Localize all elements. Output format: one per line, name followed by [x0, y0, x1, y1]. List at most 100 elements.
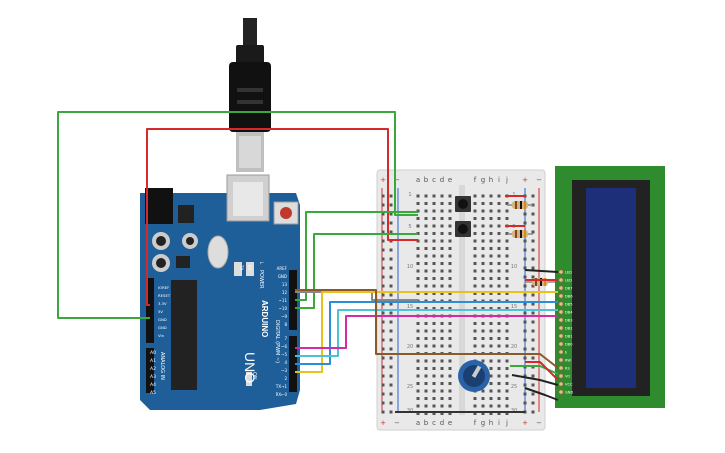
rail-hole [531, 221, 535, 225]
breadboard-hole [473, 239, 477, 243]
rail-hole [531, 257, 535, 261]
breadboard-hole [424, 217, 428, 220]
pin-label-aref: AREF [277, 266, 288, 271]
bb-col-d-bottom: d [440, 419, 444, 427]
breadboard-hole [448, 239, 452, 243]
breadboard-hole [448, 412, 452, 415]
rail-hole [531, 338, 535, 342]
rail-hole [389, 284, 393, 288]
bb-plus-top-left: + [380, 176, 386, 184]
rail-hole [531, 356, 535, 360]
breadboard-hole [481, 292, 485, 295]
breadboard-hole [497, 329, 501, 333]
bb-plus-bottom-right: + [522, 419, 528, 427]
lcd-pin-label: VO [565, 375, 570, 379]
breadboard-hole [481, 359, 485, 363]
breadboard-hole [424, 209, 428, 213]
breadboard-hole [424, 374, 428, 378]
pin-label-a3: A3 [150, 374, 156, 380]
rail-hole [389, 275, 393, 279]
lcd-pin-label: DB0 [565, 343, 573, 347]
resistor-2 [507, 230, 533, 238]
rail-hole [523, 329, 527, 333]
rail-hole [381, 374, 385, 378]
breadboard-hole [424, 307, 428, 310]
breadboard-hole [416, 277, 420, 280]
rail-hole [523, 320, 527, 324]
breadboard-hole [416, 374, 420, 378]
pin-label-12: 12 [282, 290, 288, 295]
breadboard-hole [440, 194, 444, 198]
breadboard-hole [416, 307, 420, 310]
breadboard-hole [416, 254, 420, 258]
pin-label-reset: RESET [158, 293, 171, 298]
power-pin-labels: IOREF RESET 3.3V 5V GND GND Vin [158, 285, 171, 338]
breadboard-hole [489, 389, 493, 393]
bb-row-20-left: 20 [407, 344, 413, 350]
breadboard-hole [473, 262, 477, 265]
breadboard-hole [416, 194, 420, 198]
breadboard-hole [448, 374, 452, 378]
rail-hole [523, 248, 527, 252]
breadboard-hole [448, 202, 452, 205]
breadboard-hole [448, 329, 452, 333]
lcd-pin [558, 365, 564, 371]
pushbutton-2 [455, 221, 471, 237]
breadboard-hole [424, 194, 428, 198]
breadboard-hole [489, 194, 493, 198]
rail-hole [389, 194, 393, 198]
breadboard-hole [505, 389, 509, 393]
wire-red-gnd [146, 128, 418, 306]
breadboard-hole [497, 359, 501, 363]
wire-magenta-db5 [295, 315, 558, 349]
digital-label: DIGITAL (PWM ~) [274, 320, 280, 363]
breadboard-hole [497, 404, 501, 408]
breadboard-hole [489, 269, 493, 273]
lcd-display: LEDLEDDB7DB6DB5DB4DB3DB2DB1DB0ERWRSVOVCC… [555, 166, 665, 408]
pin-label-3v3: 3.3V [158, 301, 167, 306]
breadboard-hole [505, 262, 509, 265]
breadboard-hole [432, 254, 436, 258]
breadboard-hole [440, 322, 444, 325]
breadboard-hole [481, 329, 485, 333]
lcd-pin-label: DB1 [565, 335, 573, 339]
breadboard-hole [505, 217, 509, 220]
breadboard-hole [416, 404, 420, 408]
rail-hole [381, 401, 385, 405]
breadboard-hole [448, 254, 452, 258]
breadboard-hole [497, 397, 501, 400]
breadboard-hole [440, 359, 444, 363]
breadboard-hole [432, 412, 436, 415]
breadboard-hole [473, 247, 477, 250]
pin-label-5v: 5V [158, 309, 163, 314]
breadboard-hole [440, 337, 444, 340]
lcd-pin [558, 325, 564, 331]
rail-hole [381, 365, 385, 369]
breadboard-hole [505, 397, 509, 400]
lcd-pin-label: DB7 [565, 287, 573, 291]
breadboard-hole [440, 247, 444, 250]
breadboard-hole [489, 374, 493, 378]
breadboard-hole [473, 307, 477, 310]
rail-hole [389, 293, 393, 297]
breadboard-hole [448, 209, 452, 213]
rail-hole [531, 293, 535, 297]
rail-hole [389, 365, 393, 369]
breadboard-hole [473, 284, 477, 288]
breadboard-hole [473, 397, 477, 400]
lcd-pin-label: DB5 [565, 303, 573, 307]
breadboard-hole [424, 292, 428, 295]
wire-black-2 [511, 374, 559, 386]
rail-hole [389, 356, 393, 360]
rail-hole [531, 401, 535, 405]
pin-label-3: ~3 [281, 368, 287, 373]
breadboard-hole [448, 359, 452, 363]
rail-hole [381, 329, 385, 333]
lcd-pin-label: RW [565, 359, 571, 363]
rail-hole [381, 302, 385, 306]
pin-label-9: ~9 [281, 314, 287, 319]
rail-hole [381, 203, 385, 207]
breadboard-hole [497, 337, 501, 340]
breadboard-hole [424, 202, 428, 205]
rail-hole [523, 239, 527, 243]
